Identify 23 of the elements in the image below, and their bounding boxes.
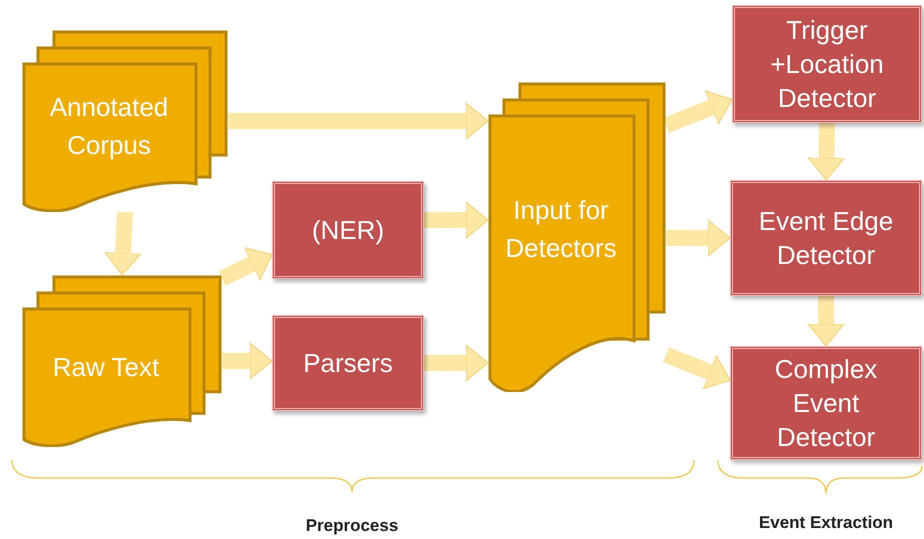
- node-label: Trigger +Location Detector: [769, 14, 885, 115]
- node-label: (NER): [312, 214, 384, 247]
- node-label: Event Edge Detector: [758, 205, 894, 272]
- process-box: [272, 181, 424, 279]
- process-box: [272, 315, 424, 411]
- process-box: [730, 180, 922, 296]
- node-label: Raw Text: [52, 351, 160, 384]
- group-label: Event Extraction: [758, 512, 894, 534]
- node-label: Complex Event Detector: [774, 353, 878, 454]
- block-arrow: [104, 212, 142, 276]
- node-label: Input for Detectors: [504, 194, 618, 266]
- block-arrow: [666, 219, 730, 256]
- process-box: [730, 346, 922, 460]
- block-arrow: [808, 122, 845, 180]
- block-arrow: [222, 342, 272, 380]
- block-arrow: [808, 296, 844, 346]
- group-label: Preprocess: [304, 515, 400, 537]
- process-box: [732, 5, 922, 123]
- node-label: Annotated Corpus: [48, 91, 170, 162]
- block-arrow: [424, 202, 488, 239]
- block-arrow: [424, 344, 488, 382]
- node-label: Parsers: [303, 347, 393, 380]
- block-arrow: [228, 102, 488, 140]
